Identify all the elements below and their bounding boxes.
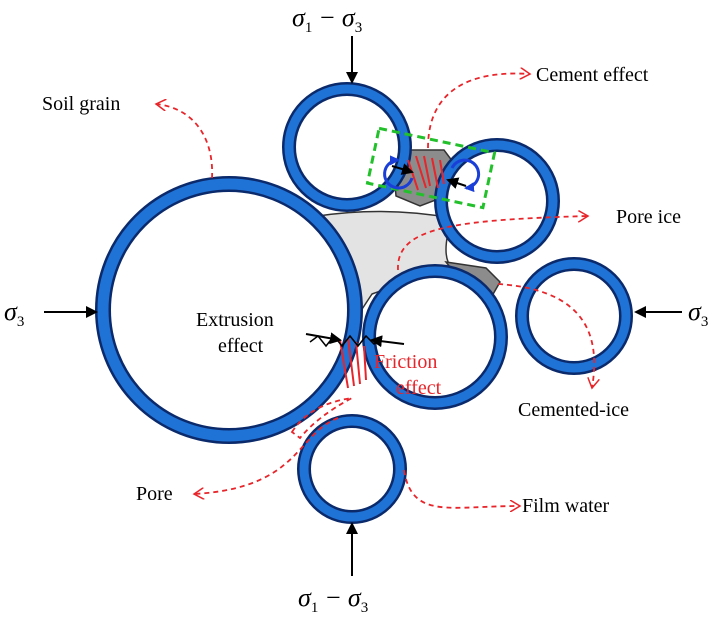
stress-label-top: σ1−σ3 [292,3,362,36]
cement-effect-leader [427,74,530,149]
label-extrusion-2: effect [218,335,264,357]
label-film-water: Film water [522,495,610,517]
label-extrusion-1: Extrusion [196,309,274,331]
pore-ice-leader [397,216,588,271]
soil-grain-upper-right [434,138,560,264]
film-water-leader [403,469,520,508]
cement-hatching [407,155,445,191]
annotation-arrows [156,74,594,508]
pore-leader [194,417,339,494]
cemented-ice-leader [497,283,594,388]
soil-grain-leader [156,104,213,179]
stress-label-right: σ3 [688,297,708,330]
friction-hatching [339,337,367,389]
label-cement-effect: Cement effect [536,64,649,86]
cement-highlight-box [365,126,497,210]
contact-arrow-left [391,163,414,175]
extrusion-zigzag [309,334,383,348]
rotation-arrow-right [450,158,481,193]
stress-label-bottom: σ1−σ3 [298,583,368,616]
extrusion-arrow-left [305,332,342,345]
soil-grain-top [282,82,412,212]
pore-outline [290,397,353,440]
soil-grain-right [515,257,633,375]
label-pore-ice: Pore ice [616,206,681,228]
label-pore: Pore [136,483,173,505]
contact-arrow-right [446,177,467,189]
extrusion-arrow-right [370,335,405,348]
label-cemented-ice: Cemented-ice [518,399,629,421]
label-friction-1: Friction [374,351,437,373]
rotation-arrow-left [383,155,414,190]
label-soil-grain: Soil grain [42,93,120,115]
soil-grain-bottom [297,414,407,524]
soil-grain-large [95,176,363,444]
label-friction-2: effect [396,377,442,399]
stress-label-left: σ3 [4,297,24,330]
soil-grain-middle [362,264,508,410]
